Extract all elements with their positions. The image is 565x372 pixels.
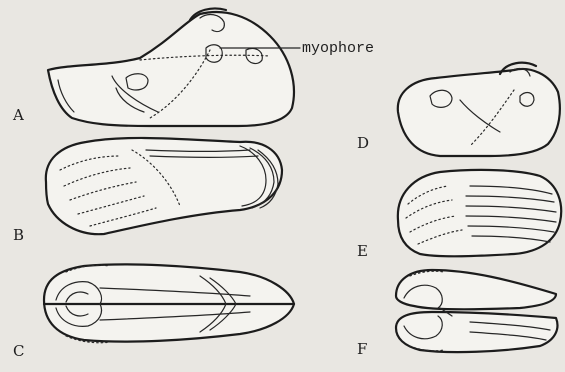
panel-label-e: E <box>357 242 368 260</box>
shell-drawing-b <box>46 138 282 234</box>
panel-label-f: F <box>357 340 367 358</box>
panel-label-d: D <box>357 134 369 152</box>
panel-label-c: C <box>13 342 24 360</box>
shell-drawing-a <box>48 8 300 126</box>
shell-drawing-e <box>398 170 561 256</box>
myophore-callout-label: myophore <box>302 40 374 57</box>
shell-drawing-d <box>398 63 560 156</box>
panel-label-a: A <box>13 106 24 124</box>
shell-drawing-c <box>44 264 294 342</box>
shell-drawing-f <box>396 270 557 352</box>
panel-label-b: B <box>13 226 24 244</box>
